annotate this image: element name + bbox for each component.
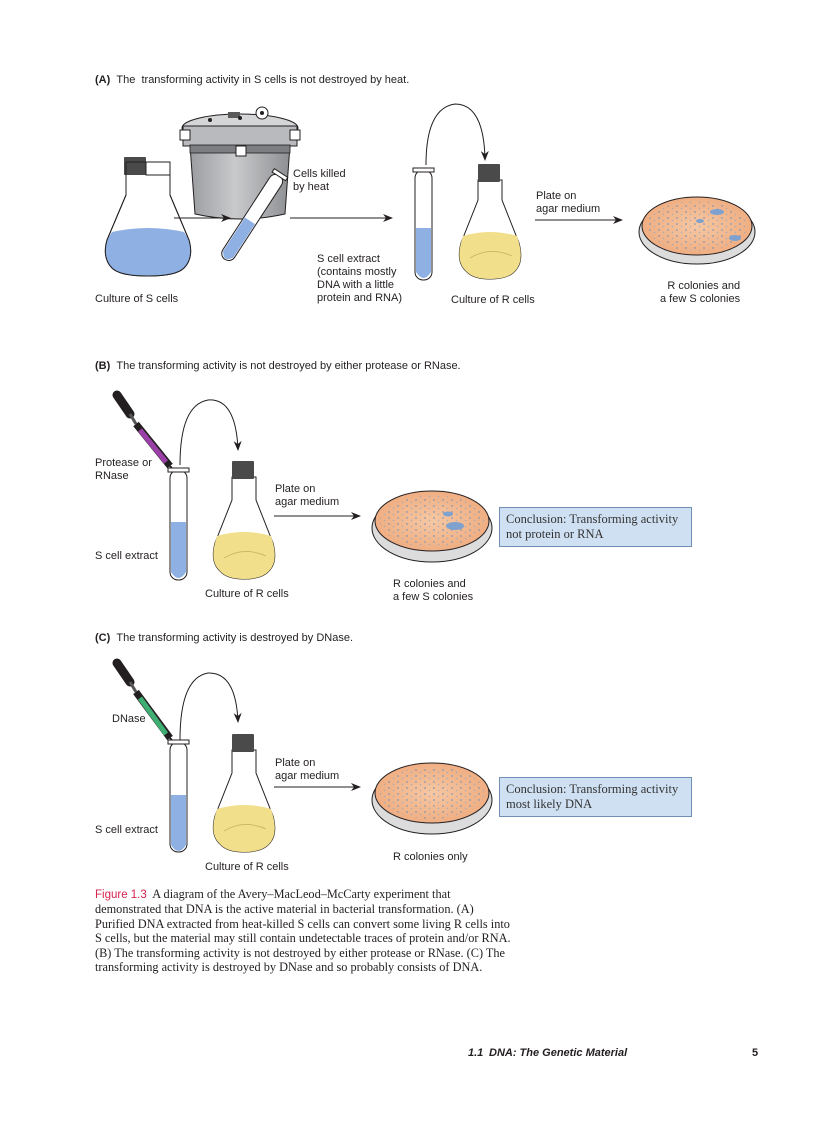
page-number: 5 bbox=[752, 1047, 759, 1059]
label-cells-killed: Cells killed by heat bbox=[293, 168, 346, 193]
label-s-cell-extract-a: S cell extract (contains mostly DNA with… bbox=[317, 253, 402, 304]
label-s-cell-extract-c: S cell extract bbox=[95, 824, 158, 836]
label-culture-s: Culture of S cells bbox=[95, 293, 179, 305]
flask-s-culture bbox=[104, 157, 192, 277]
flask-r-culture-a bbox=[458, 164, 522, 280]
tube-s-extract-b bbox=[167, 467, 190, 581]
label-culture-r-c: Culture of R cells bbox=[205, 861, 289, 873]
label-culture-r-a: Culture of R cells bbox=[451, 294, 535, 306]
label-plate-c: Plate on agar medium bbox=[275, 757, 340, 782]
tube-s-extract-c bbox=[167, 739, 190, 853]
arrow-c-transfer bbox=[179, 672, 242, 741]
label-enzyme-b: Protease or RNase bbox=[95, 457, 152, 482]
footer-section-title: DNA: The Genetic Material bbox=[489, 1047, 628, 1059]
label-s-cell-extract-b: S cell extract bbox=[95, 550, 158, 562]
panel-c-title-text: The transforming activity is destroyed b… bbox=[116, 632, 353, 644]
figure-caption-text: A diagram of the Avery–MacLeod–McCarty e… bbox=[95, 887, 511, 975]
label-result-a: R colonies and a few S colonies bbox=[660, 280, 741, 305]
label-result-b: R colonies and a few S colonies bbox=[393, 578, 474, 603]
dropper-protease bbox=[112, 390, 177, 485]
panel-b-title-text: The transforming activity is not destroy… bbox=[116, 360, 461, 372]
panel-c-letter: (C) bbox=[95, 632, 111, 644]
footer-section-number: 1.1 bbox=[468, 1047, 484, 1059]
tube-heat-killed bbox=[221, 167, 289, 262]
figure-caption: Figure 1.3 A diagram of the Avery–MacLeo… bbox=[95, 887, 515, 974]
panel-a-title-text: The transforming activity in S cells is … bbox=[116, 74, 410, 86]
petri-dish-a bbox=[638, 196, 756, 265]
flask-r-culture-c bbox=[212, 734, 276, 853]
flask-r-culture-b bbox=[212, 461, 276, 580]
arrow-a-transfer bbox=[425, 103, 489, 166]
label-result-c: R colonies only bbox=[393, 851, 468, 863]
label-culture-r-b: Culture of R cells bbox=[205, 588, 289, 600]
panel-a-title: (A) The transforming activity in S cells… bbox=[95, 74, 409, 87]
panel-b-letter: (B) bbox=[95, 360, 111, 372]
panel-c-title: (C) The transforming activity is destroy… bbox=[95, 632, 353, 645]
conclusion-box-c: Conclusion: Transforming activity most l… bbox=[499, 777, 692, 817]
label-plate-b: Plate on agar medium bbox=[275, 483, 340, 508]
tube-s-extract-a bbox=[412, 167, 435, 281]
petri-dish-c bbox=[371, 762, 493, 835]
dropper-dnase bbox=[112, 658, 177, 757]
arrow-b-transfer bbox=[179, 399, 242, 466]
panel-a-letter: (A) bbox=[95, 74, 111, 86]
conclusion-box-b: Conclusion: Transforming activity not pr… bbox=[499, 507, 692, 547]
panel-b-title: (B) The transforming activity is not des… bbox=[95, 360, 461, 373]
petri-dish-b bbox=[371, 490, 493, 563]
label-plate-a: Plate on agar medium bbox=[536, 190, 601, 215]
figure-label: Figure 1.3 bbox=[95, 889, 147, 901]
label-enzyme-c: DNase bbox=[112, 713, 146, 725]
pressure-cooker bbox=[179, 106, 301, 220]
